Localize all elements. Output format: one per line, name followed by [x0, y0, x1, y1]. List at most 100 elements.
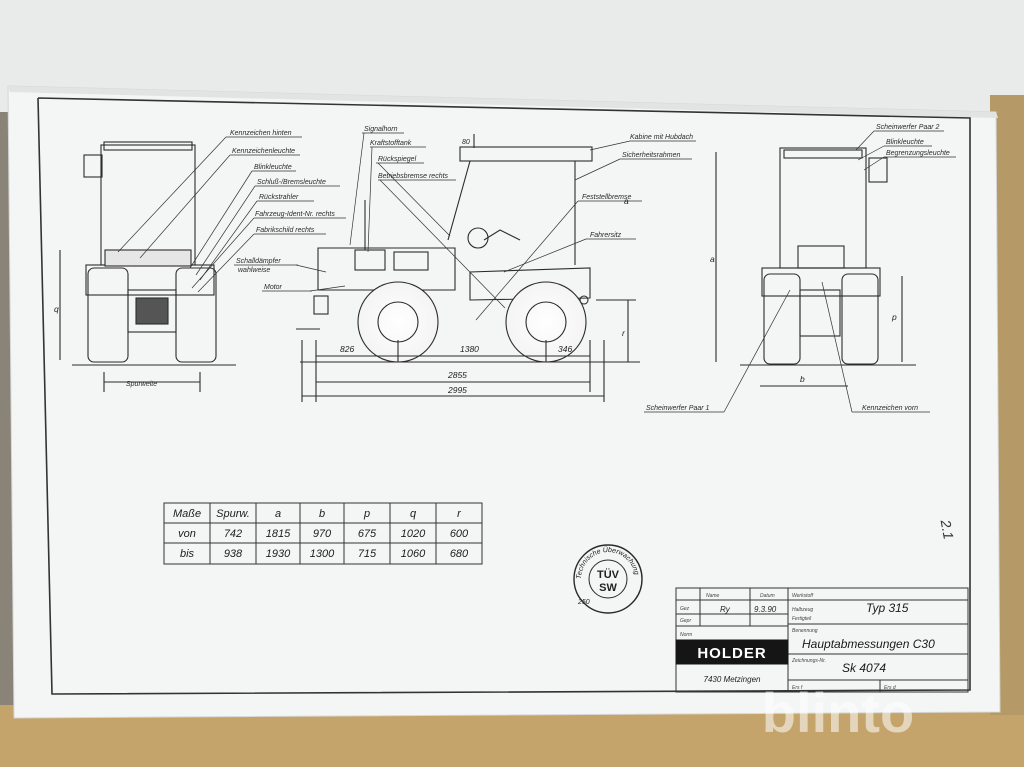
label-kennzeichen-vorn: Kennzeichen vorn — [862, 405, 918, 412]
table-cell: 675 — [358, 528, 377, 540]
table-cell: bis — [180, 548, 195, 560]
label-kabine: Kabine mit Hubdach — [630, 134, 693, 141]
dim-a-front: a — [710, 254, 715, 264]
dim-p-front: p — [891, 312, 897, 322]
label-kraftstofftank: Kraftstofftank — [370, 140, 412, 147]
table-cell: 600 — [450, 528, 469, 540]
tb-gez-name: Ry — [720, 605, 731, 614]
label-scheinwerfer-paar-2: Scheinwerfer Paar 2 — [876, 124, 940, 131]
label-schluss-bremsleuchte: Schluß-/Bremsleuchte — [257, 179, 326, 186]
side-roof — [459, 146, 593, 162]
label-kennzeichen-hinten: Kennzeichen hinten — [230, 130, 292, 137]
label-fahrersitz: Fahrersitz — [590, 232, 622, 239]
drawing-frame — [37, 97, 971, 695]
table-header-cell: q — [410, 508, 417, 520]
table-row: von 742 1815 970 675 1020 600 — [178, 528, 469, 540]
dim-b-front: b — [800, 374, 805, 384]
dim-80: 80 — [462, 139, 470, 146]
label-betriebsbremse: Betriebsbremse rechts — [378, 173, 449, 180]
rear-platform — [104, 249, 192, 267]
table-header-cell: p — [363, 508, 370, 520]
title-block — [675, 587, 969, 693]
side-hood — [317, 247, 456, 291]
table-cell: 938 — [224, 548, 243, 560]
tb-benennung: Benennung — [792, 628, 818, 634]
side-front-bumper — [313, 295, 329, 315]
paper-shadow — [8, 86, 998, 118]
front-mirror — [868, 157, 888, 183]
tb-col-name: Name — [706, 593, 720, 599]
label-motor: Motor — [264, 284, 283, 291]
rear-leaders — [117, 136, 346, 293]
dim-826: 826 — [340, 344, 354, 354]
table-header-row: Maße Spurw. a b p q r — [173, 508, 462, 520]
rear-mirror — [83, 154, 103, 178]
side-tank — [354, 249, 386, 271]
tb-fertigteil: Fertigteil — [792, 616, 812, 622]
label-schalldaempfer-1: Schalldämpfer — [236, 258, 281, 265]
label-rueckspiegel: Rückspiegel — [378, 156, 417, 163]
side-seat — [483, 229, 521, 241]
table-cell: 1060 — [401, 548, 426, 560]
rear-view — [59, 141, 236, 392]
label-blinkleuchte-front: Blinkleuchte — [886, 139, 924, 146]
label-rueckstrahler: Rückstrahler — [259, 194, 299, 201]
front-roof — [783, 149, 863, 159]
table-header-cell: r — [457, 508, 462, 520]
tb-zeichnungs-nr-label: Zeichnungs-Nr. — [791, 658, 826, 664]
stamp-number: 250 — [577, 599, 590, 606]
table-cell: 1930 — [266, 548, 291, 560]
tb-norm: Norm — [680, 632, 692, 638]
watermark-logo: blinto — [762, 681, 914, 744]
table-header-cell: b — [319, 508, 325, 520]
side-view — [296, 134, 640, 402]
table-row: bis 938 1930 1300 715 1060 680 — [180, 548, 469, 560]
table-header-cell: a — [275, 508, 281, 520]
tb-location: 7430 Metzingen — [704, 675, 761, 684]
rear-roof — [103, 141, 193, 151]
front-wheel-right — [841, 273, 879, 365]
label-fahrzeug-ident: Fahrzeug-Ident-Nr. rechts — [255, 211, 335, 218]
label-feststellbremse: Feststellbremse — [582, 194, 632, 201]
tb-col-datum: Datum — [760, 593, 775, 599]
label-spurweite: Spurweite — [126, 381, 157, 388]
table-cell: 1815 — [266, 528, 291, 540]
front-leaders — [644, 130, 956, 413]
label-scheinwerfer-paar-1: Scheinwerfer Paar 1 — [646, 405, 710, 412]
dim-q-rear: q — [54, 304, 59, 314]
label-begrenzungsleuchte: Begrenzungsleuchte — [886, 150, 950, 157]
tb-gez-datum: 9.3.90 — [754, 605, 777, 614]
label-schalldaempfer-2: wahlweise — [238, 267, 270, 274]
table-cell: 680 — [450, 548, 469, 560]
side-steering-wheel — [467, 227, 489, 249]
front-hitch — [799, 289, 841, 337]
rear-hitch-plate — [135, 297, 169, 325]
table-cell: 1020 — [401, 528, 426, 540]
dim-2995: 2995 — [447, 385, 467, 395]
tb-gepr: Gepr — [680, 618, 691, 624]
stamp-center-sw: SW — [599, 582, 617, 594]
label-kennzeichenleuchte: Kennzeichenleuchte — [232, 148, 295, 155]
label-signalhorn: Signalhorn — [364, 126, 398, 133]
side-body-rear — [469, 267, 591, 301]
dim-346: 346 — [558, 344, 572, 354]
table-header-cell: Maße — [173, 508, 201, 520]
dim-1380: 1380 — [460, 344, 479, 354]
label-fabrikschild: Fabrikschild rechts — [256, 227, 315, 234]
tb-ers-durch: Ers d — [884, 685, 896, 691]
side-panel — [393, 251, 429, 271]
table-header-cell: Spurw. — [216, 508, 250, 520]
tb-zeichnungs-nr: Sk 4074 — [842, 661, 886, 675]
stamp-center-tuev: TÜV — [597, 568, 620, 581]
tb-halbzeug: Halbzeug — [792, 607, 813, 613]
tb-gez: Gez — [680, 606, 690, 612]
table-cell: von — [178, 528, 196, 540]
tb-typ: Typ 315 — [866, 601, 909, 615]
rear-hitch — [127, 289, 177, 333]
table-cell: 970 — [313, 528, 332, 540]
table-cell: 742 — [224, 528, 242, 540]
front-view — [715, 147, 916, 387]
dim-a-side-marker: a — [624, 196, 629, 206]
